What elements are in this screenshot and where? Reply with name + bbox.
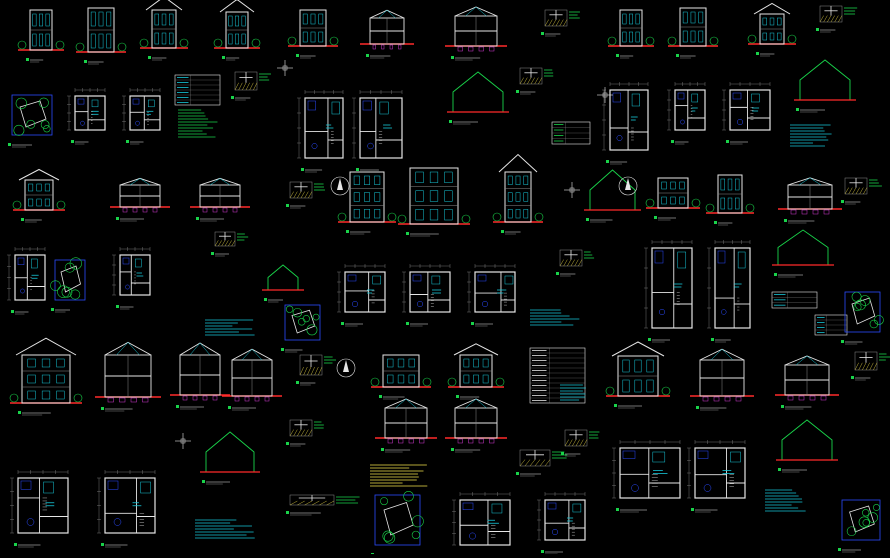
- notes-block-3: [205, 319, 255, 336]
- plan-r7-2: [97, 470, 156, 548]
- notes-block-7: [370, 464, 428, 487]
- plan-r4-7: [707, 240, 751, 343]
- section-top-1: [360, 9, 414, 59]
- detail-r2-2: [516, 67, 554, 95]
- detail-r3-2: [841, 177, 882, 205]
- plan-r4-3: [337, 264, 386, 327]
- detail-r4-2: [556, 249, 595, 277]
- roof-diagram-7: [776, 419, 838, 473]
- schedule-table-1: [174, 74, 221, 106]
- roof-diagram-6: [200, 431, 260, 485]
- elevation-r5-2: [370, 354, 432, 400]
- section-r5-3: [222, 348, 282, 411]
- plan-r2-2: [122, 88, 161, 145]
- elevation-r5-3: [447, 343, 505, 400]
- section-r3-2: [190, 177, 250, 222]
- plan-r4-6: [644, 240, 693, 343]
- plan-r2-4: [352, 90, 403, 173]
- section-r6-2: [445, 398, 507, 453]
- elevation-7: [667, 7, 719, 59]
- detail-r5-1: [296, 354, 337, 386]
- plan-r6-2: [687, 440, 746, 513]
- plan-r6-1: [612, 440, 681, 513]
- roof-diagram-2: [794, 59, 856, 113]
- elevation-6: [607, 9, 655, 59]
- roof-diagram-4: [262, 264, 304, 303]
- plan-r7-3: [452, 492, 511, 558]
- section-top-2: [445, 6, 507, 61]
- section-r3-1: [110, 177, 170, 222]
- crosshair-icon: [564, 182, 580, 198]
- detail-r2-1: [231, 71, 272, 101]
- plan-r4-1: [7, 247, 46, 315]
- section-r5-2: [170, 342, 230, 410]
- detail-r4-1: [211, 231, 249, 257]
- elevation-5: [287, 9, 339, 59]
- detail-r6-2: [516, 449, 568, 477]
- site-plan-5: [371, 490, 424, 558]
- site-plan-2: [50, 257, 86, 313]
- notes-block-8: [765, 489, 806, 512]
- plan-r2-5: [602, 82, 649, 165]
- detail-r6-1: [286, 419, 324, 447]
- north-arrow-2: [618, 176, 638, 196]
- plan-r2-6: [667, 82, 706, 145]
- plan-r4-5: [467, 264, 516, 327]
- site-plan-4: [281, 304, 321, 353]
- plan-r4-4: [402, 264, 451, 327]
- site-plan-3: [841, 291, 884, 345]
- detail-top-1: [541, 9, 580, 37]
- elevation-r3-5: [645, 177, 701, 221]
- elevation-r3-1: [12, 168, 66, 223]
- elevation-1: [17, 9, 65, 63]
- north-arrow-1: [330, 176, 350, 196]
- plan-r7-1: [10, 470, 69, 548]
- detail-r3-1: [286, 181, 325, 209]
- section-r5-4: [690, 348, 754, 411]
- elevation-r5-1: [9, 337, 83, 416]
- notes-block-6: [195, 519, 255, 539]
- schedule-table-4: [814, 314, 848, 336]
- detail-top-2: [816, 5, 858, 33]
- notes-block-1: [178, 109, 218, 138]
- roof-diagram-3: [584, 169, 641, 223]
- schedule-table-2: [551, 121, 591, 145]
- plan-r7-4: [537, 492, 586, 555]
- plan-r2-1: [67, 88, 106, 145]
- section-r5-1: [95, 341, 161, 412]
- elevation-r3-6: [705, 174, 755, 226]
- roof-diagram-1: [447, 71, 509, 125]
- notes-block-4: [530, 309, 580, 326]
- plan-r2-7: [722, 82, 771, 145]
- detail-r7-1: [286, 494, 360, 516]
- schedule-table-5: [529, 347, 586, 404]
- section-r3-3: [778, 177, 842, 224]
- plan-r2-3: [297, 90, 344, 173]
- detail-r6-3: [561, 429, 600, 457]
- roof-diagram-5: [772, 229, 834, 278]
- elevation-r3-2: [337, 171, 397, 235]
- section-r5-5: [775, 355, 839, 410]
- crosshair-icon: [277, 60, 293, 76]
- detail-r5-2: [851, 351, 890, 381]
- notes-block-2: [790, 124, 832, 147]
- elevation-r5-4: [605, 341, 671, 409]
- section-r6-1: [375, 398, 437, 453]
- schedule-table-3: [771, 291, 818, 309]
- site-plan-6: [838, 499, 881, 553]
- north-arrow-3: [336, 358, 356, 378]
- elevation-r3-3: [397, 167, 471, 237]
- crosshair-icon: [175, 433, 191, 449]
- site-plan-1: [8, 94, 53, 148]
- elevation-3: [139, 0, 189, 61]
- elevation-8: [747, 2, 797, 57]
- crosshair-icon: [597, 87, 613, 103]
- elevation-4: [213, 0, 261, 61]
- notes-block-5: [560, 384, 586, 401]
- plan-r4-2: [112, 247, 151, 310]
- elevation-2: [75, 7, 127, 65]
- elevation-r3-4: [492, 153, 544, 235]
